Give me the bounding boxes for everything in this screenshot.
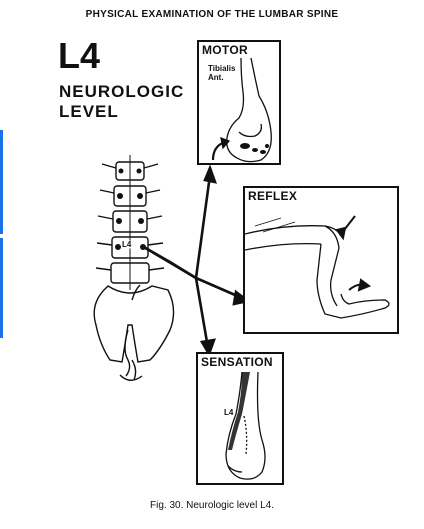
sensation-title: SENSATION: [201, 355, 273, 369]
motor-panel: MOTOR Tibialis Ant.: [197, 40, 281, 165]
spine-level-label: L4: [121, 240, 133, 249]
patellar-reflex-drawing: [245, 215, 390, 319]
nerve-arrows: [141, 164, 252, 358]
muscle-line-1: Tibialis: [208, 64, 236, 73]
foot-dorsiflexion-drawing: [211, 57, 272, 163]
page-header: PHYSICAL EXAMINATION OF THE LUMBAR SPINE: [85, 9, 339, 20]
edge-marker-bottom: [0, 238, 3, 338]
foot-dermatome-drawing: [225, 371, 266, 480]
reflex-title: REFLEX: [248, 189, 298, 203]
edge-marker-top: [0, 130, 3, 234]
spine-illustration: [93, 155, 175, 381]
dermatome-label: L4: [224, 408, 234, 417]
muscle-label: Tibialis Ant.: [208, 64, 235, 82]
title-line-level: LEVEL: [59, 102, 119, 121]
reflex-panel: REFLEX: [243, 186, 399, 334]
sensation-panel: SENSATION L4: [196, 352, 284, 485]
muscle-line-2: Ant.: [208, 73, 224, 82]
motor-title: MOTOR: [202, 43, 248, 57]
figure-caption: Fig. 30. Neurologic level L4.: [150, 500, 274, 511]
title-line-neurologic: NEUROLOGIC: [59, 82, 185, 101]
title-level: L4: [58, 35, 101, 76]
title-subtitle: NEUROLOGIC LEVEL: [59, 82, 184, 122]
